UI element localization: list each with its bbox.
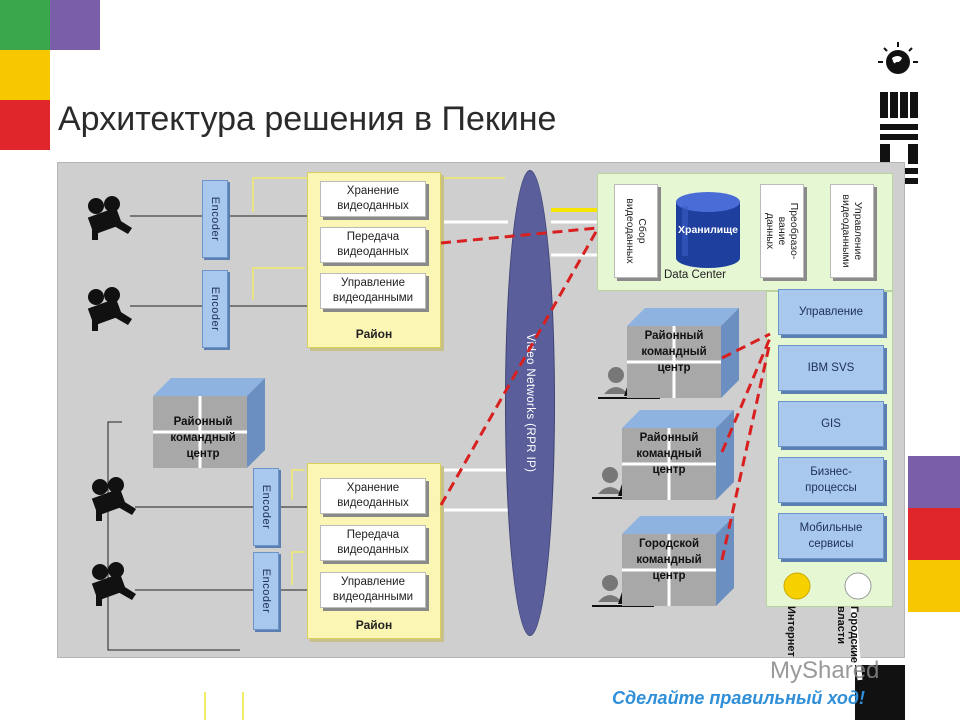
page-title: Архитектура решения в Пекине <box>58 100 557 138</box>
footer-yellow-mark <box>204 692 206 720</box>
rayon-top-label: Район <box>355 327 393 341</box>
encoder-4: Encoder <box>253 552 279 630</box>
ibm-globe-icon <box>878 42 918 74</box>
command-center-left <box>153 378 265 468</box>
service-mobile: Мобильные сервисы <box>778 513 884 559</box>
right-square-yellow <box>908 560 960 612</box>
watermark: MyShared <box>770 657 880 684</box>
service-management: Управление <box>778 289 884 335</box>
command-center-1-label: Районный командный центр <box>641 330 707 374</box>
rayon-bottom-label: Район <box>355 618 393 632</box>
rayon-bottom-management: Управление видеоданными <box>320 572 426 608</box>
service-ibm-svs: IBM SVS <box>778 345 884 391</box>
dc-manage: Управление видеоданными <box>830 184 874 278</box>
camera-icon <box>87 196 132 240</box>
right-square-black <box>855 665 905 720</box>
dc-label: Data Center <box>664 269 727 281</box>
endpoint-circles <box>783 572 872 600</box>
rayon-bottom: Хранение видеоданных Передача видеоданны… <box>307 463 441 639</box>
encoder-2: Encoder <box>202 270 228 348</box>
slogan: Сделайте правильный ход! <box>612 688 866 708</box>
storage-cylinder-icon <box>676 192 740 268</box>
dc-storage-label: Хранилище <box>678 224 738 236</box>
service-gis: GIS <box>778 401 884 447</box>
right-square-red <box>908 508 960 560</box>
rayon-top-management: Управление видеоданными <box>320 273 426 309</box>
corner-square-purple <box>50 0 100 50</box>
command-center-city <box>622 516 734 606</box>
rayon-bottom-storage: Хранение видеоданных <box>320 478 426 514</box>
encoder-1: Encoder <box>202 180 228 258</box>
command-center-city-label: Городской командный центр <box>636 538 702 582</box>
ibm-logo <box>878 42 918 184</box>
rayon-top-storage: Хранение видеоданных <box>320 181 426 217</box>
services-column <box>766 291 893 607</box>
camera-icon <box>91 562 136 606</box>
service-business: Бизнес- процессы <box>778 457 884 503</box>
dc-transform: Преобразо- вание данных <box>760 184 804 278</box>
camera-icon <box>87 287 132 331</box>
rayon-top: Хранение видеоданных Передача видеоданны… <box>307 172 441 348</box>
command-center-2-label: Районный командный центр <box>636 432 702 476</box>
rayon-top-transfer: Передача видеоданных <box>320 227 426 263</box>
right-square-purple <box>908 456 960 508</box>
corner-square-yellow <box>0 50 50 100</box>
footer-yellow-mark <box>242 692 244 720</box>
corner-square-red <box>0 100 50 150</box>
video-network: Video Networks (RPR IP) <box>505 170 555 636</box>
internet-label: Интернет <box>785 606 797 657</box>
rayon-bottom-transfer: Передача видеоданных <box>320 525 426 561</box>
dc-collect: Сбор видеоданных <box>614 184 658 278</box>
city-authorities-label: Городские власти <box>835 606 860 664</box>
command-center-left-label: Районный командный центр <box>170 416 236 460</box>
corner-square-green <box>0 0 50 50</box>
encoder-3: Encoder <box>253 468 279 546</box>
camera-icon <box>91 477 136 521</box>
data-center: Сбор видеоданных Хранилище Преобразо- ва… <box>597 173 893 291</box>
